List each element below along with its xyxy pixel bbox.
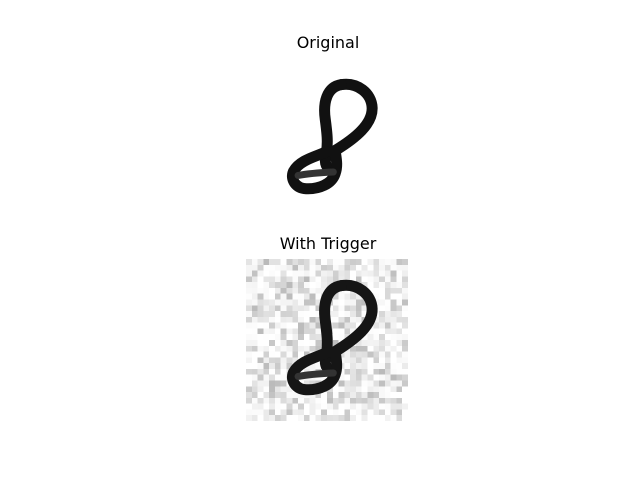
with-trigger-title: With Trigger <box>279 234 377 253</box>
original-title: Original <box>296 33 360 52</box>
triggered-digit-image <box>246 259 408 421</box>
original-digit-image <box>246 58 408 220</box>
digit-eight-glyph <box>287 78 378 195</box>
digit-eight-glyph-triggered <box>287 279 378 396</box>
